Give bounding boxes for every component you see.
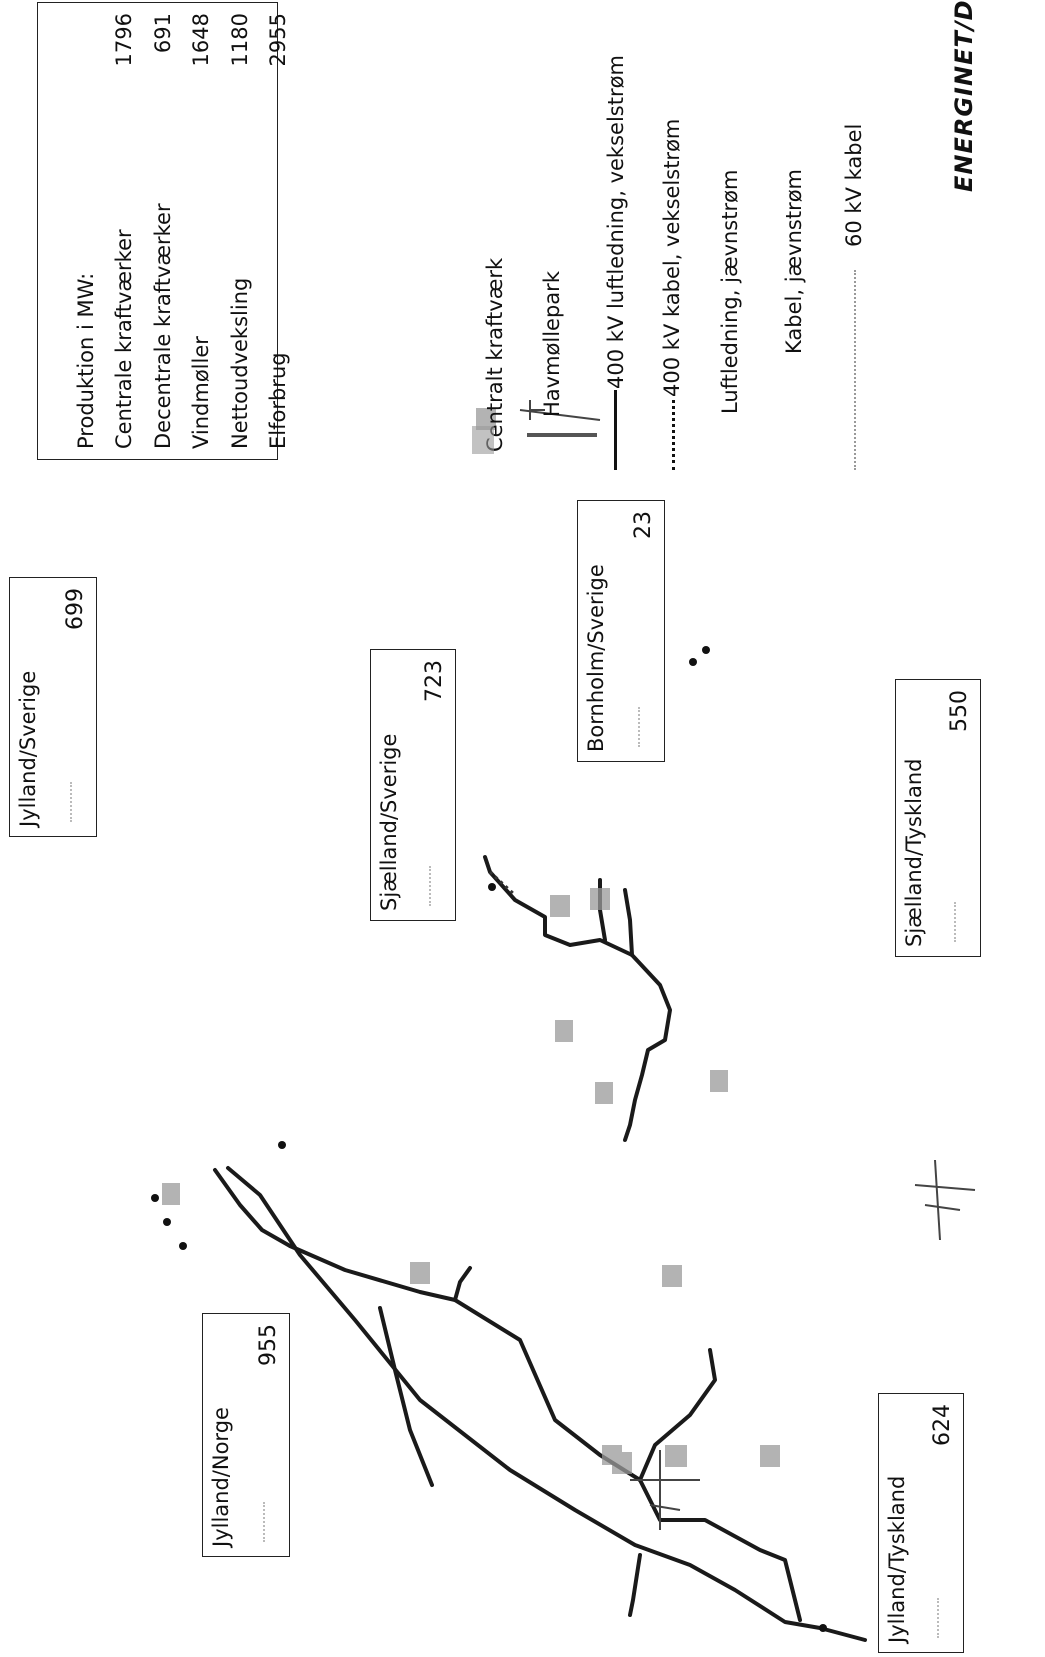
interconnector-node xyxy=(151,1194,159,1202)
jutland-line-south-spur xyxy=(628,1553,642,1617)
wind-farm-icon xyxy=(519,400,601,421)
interconnector-node xyxy=(179,1242,187,1250)
faint-dotted-line-icon xyxy=(854,270,856,470)
cable-dots xyxy=(429,866,441,906)
wind-farm-icon xyxy=(914,1159,976,1241)
summary-value: 691 xyxy=(151,13,175,54)
summary-label: Decentrale kraftværker xyxy=(151,203,175,449)
cable-dots xyxy=(70,782,82,822)
exchange-value: 955 xyxy=(256,1324,281,1366)
exchange-box-sjaelland-tyskland: Sjælland/Tyskland 550 xyxy=(895,679,981,957)
jutland-line-west-spur xyxy=(378,1306,434,1487)
interconnector-node xyxy=(488,883,496,891)
interconnector-node xyxy=(278,1141,286,1149)
power-plant-icon xyxy=(555,1020,573,1042)
interconnector-node xyxy=(163,1218,171,1226)
legend-item: 400 kV luftledning, vekselstrøm xyxy=(604,55,628,389)
exchange-value: 23 xyxy=(631,511,656,539)
exchange-box-bornholm-sverige: Bornholm/Sverige 23 xyxy=(577,500,665,762)
legend-item: Centralt kraftværk xyxy=(483,257,507,452)
legend-item: Kabel, jævnstrøm xyxy=(782,168,806,354)
summary-label: Vindmøller xyxy=(189,336,213,449)
wind-farm-icons xyxy=(519,400,976,1530)
zealand-line-spur-2 xyxy=(623,888,634,957)
power-plant-icon xyxy=(590,888,610,910)
summary-label: Centrale kraftværker xyxy=(112,229,136,449)
summary-value: 1796 xyxy=(112,13,136,67)
cable-dots xyxy=(937,1598,949,1638)
jutland-line-branch-3 xyxy=(638,1478,802,1622)
exchange-value: 723 xyxy=(422,660,447,702)
exchange-box-jylland-norge: Jylland/Norge 955 xyxy=(202,1313,290,1557)
exchange-label: Sjælland/Sverige xyxy=(377,733,401,911)
jutland-line-main xyxy=(226,1166,867,1642)
summary-value: 2955 xyxy=(266,13,290,67)
summary-value: 1648 xyxy=(189,13,213,67)
exchange-label: Jylland/Norge xyxy=(209,1407,233,1547)
power-plant-icon xyxy=(760,1445,780,1467)
legend-item: 60 kV kabel xyxy=(842,123,866,247)
wind-farm-icon xyxy=(630,1450,700,1530)
legend-item: Havmøllepark xyxy=(540,271,564,417)
zealand-line-main xyxy=(483,855,672,1142)
summary-title: Produktion i MW: xyxy=(74,272,98,449)
exchange-box-jylland-tyskland: Jylland/Tyskland 624 xyxy=(878,1393,964,1653)
summary-label: Nettoudveksling xyxy=(228,277,252,449)
zealand-cable xyxy=(488,870,517,897)
exchange-value: 550 xyxy=(947,690,972,732)
exchange-box-sjaelland-sverige: Sjælland/Sverige 723 xyxy=(370,649,456,921)
jutland-line-branch-4 xyxy=(638,1348,717,1482)
power-plant-icon xyxy=(665,1445,687,1467)
wind-farm-icon xyxy=(527,433,597,437)
exchange-box-jylland-sverige: Jylland/Sverige 699 xyxy=(9,577,97,837)
jutland-line-west xyxy=(213,1168,292,1248)
cable-dots xyxy=(638,707,650,747)
exchange-value: 699 xyxy=(63,588,88,630)
power-plant-icon xyxy=(595,1082,613,1104)
power-plant-icon xyxy=(662,1265,682,1287)
power-plant-icon xyxy=(410,1262,430,1284)
power-plant-icon xyxy=(472,426,494,454)
summary-value: 1180 xyxy=(228,13,252,67)
power-plant-icons xyxy=(162,408,780,1474)
power-plant-icon xyxy=(550,895,570,917)
exchange-value: 624 xyxy=(930,1404,955,1446)
interconnector-node xyxy=(702,646,710,654)
exchange-label: Jylland/Tyskland xyxy=(885,1475,909,1643)
power-plant-icon xyxy=(710,1070,728,1092)
cable-dots xyxy=(263,1502,275,1542)
interconnector-node xyxy=(819,1624,827,1632)
exchange-label: Bornholm/Sverige xyxy=(584,564,608,752)
interconnector-node xyxy=(689,658,697,666)
energinet-logo: ENERGINET/D xyxy=(950,0,978,192)
power-plant-icon xyxy=(162,1183,180,1205)
power-plant-icon xyxy=(602,1445,622,1465)
exchange-label: Sjælland/Tyskland xyxy=(902,758,926,947)
legend-item: 400 kV kabel, vekselstrøm xyxy=(660,118,684,397)
cable-dots xyxy=(954,902,966,942)
legend-item: Luftledning, jævnstrøm xyxy=(718,169,742,414)
power-plant-icon xyxy=(476,408,496,430)
jutland-line-branch-1 xyxy=(288,1244,472,1302)
production-summary: Produktion i MW: Centrale kraftværker 17… xyxy=(37,2,290,460)
summary-label: Elforbrug xyxy=(266,352,290,449)
exchange-label: Jylland/Sverige xyxy=(16,670,40,827)
solid-line-icon xyxy=(614,390,617,470)
dotted-line-icon xyxy=(672,400,675,470)
